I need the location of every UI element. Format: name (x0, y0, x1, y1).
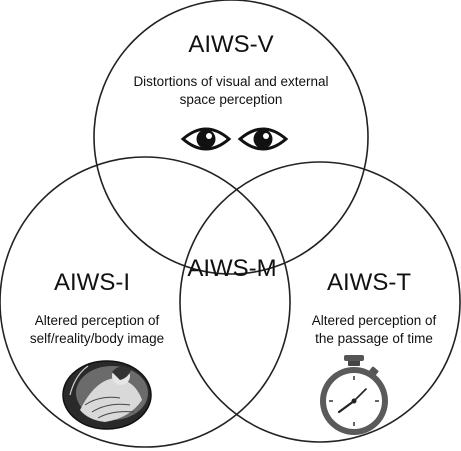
aiws-t-desc-line2: the passage of time (315, 331, 433, 346)
aiws-i-desc-line1: Altered perception of (35, 313, 160, 328)
engraving-figure-icon (62, 360, 152, 430)
aiws-t-desc-line1: Altered perception of (312, 313, 437, 328)
aiws-t-title: AIWS-T (327, 269, 411, 296)
circle-aiws-t (179, 161, 461, 443)
aiws-i-title: AIWS-I (54, 269, 130, 296)
stopwatch-icon (320, 355, 388, 435)
circle-aiws-i (0, 156, 291, 448)
circle-aiws-v (93, 0, 369, 275)
aiws-m-title: AIWS-M (187, 255, 276, 282)
right-eye-icon (237, 127, 289, 151)
left-eye-icon (180, 127, 232, 151)
aiws-i-desc-line2: self/reality/body image (30, 331, 164, 346)
aiws-v-desc-line1: Distortions of visual and external (133, 74, 328, 89)
eyes-icon (180, 127, 289, 151)
aiws-v-title: AIWS-V (188, 31, 273, 58)
aiws-v-desc-line2: space perception (180, 92, 283, 107)
